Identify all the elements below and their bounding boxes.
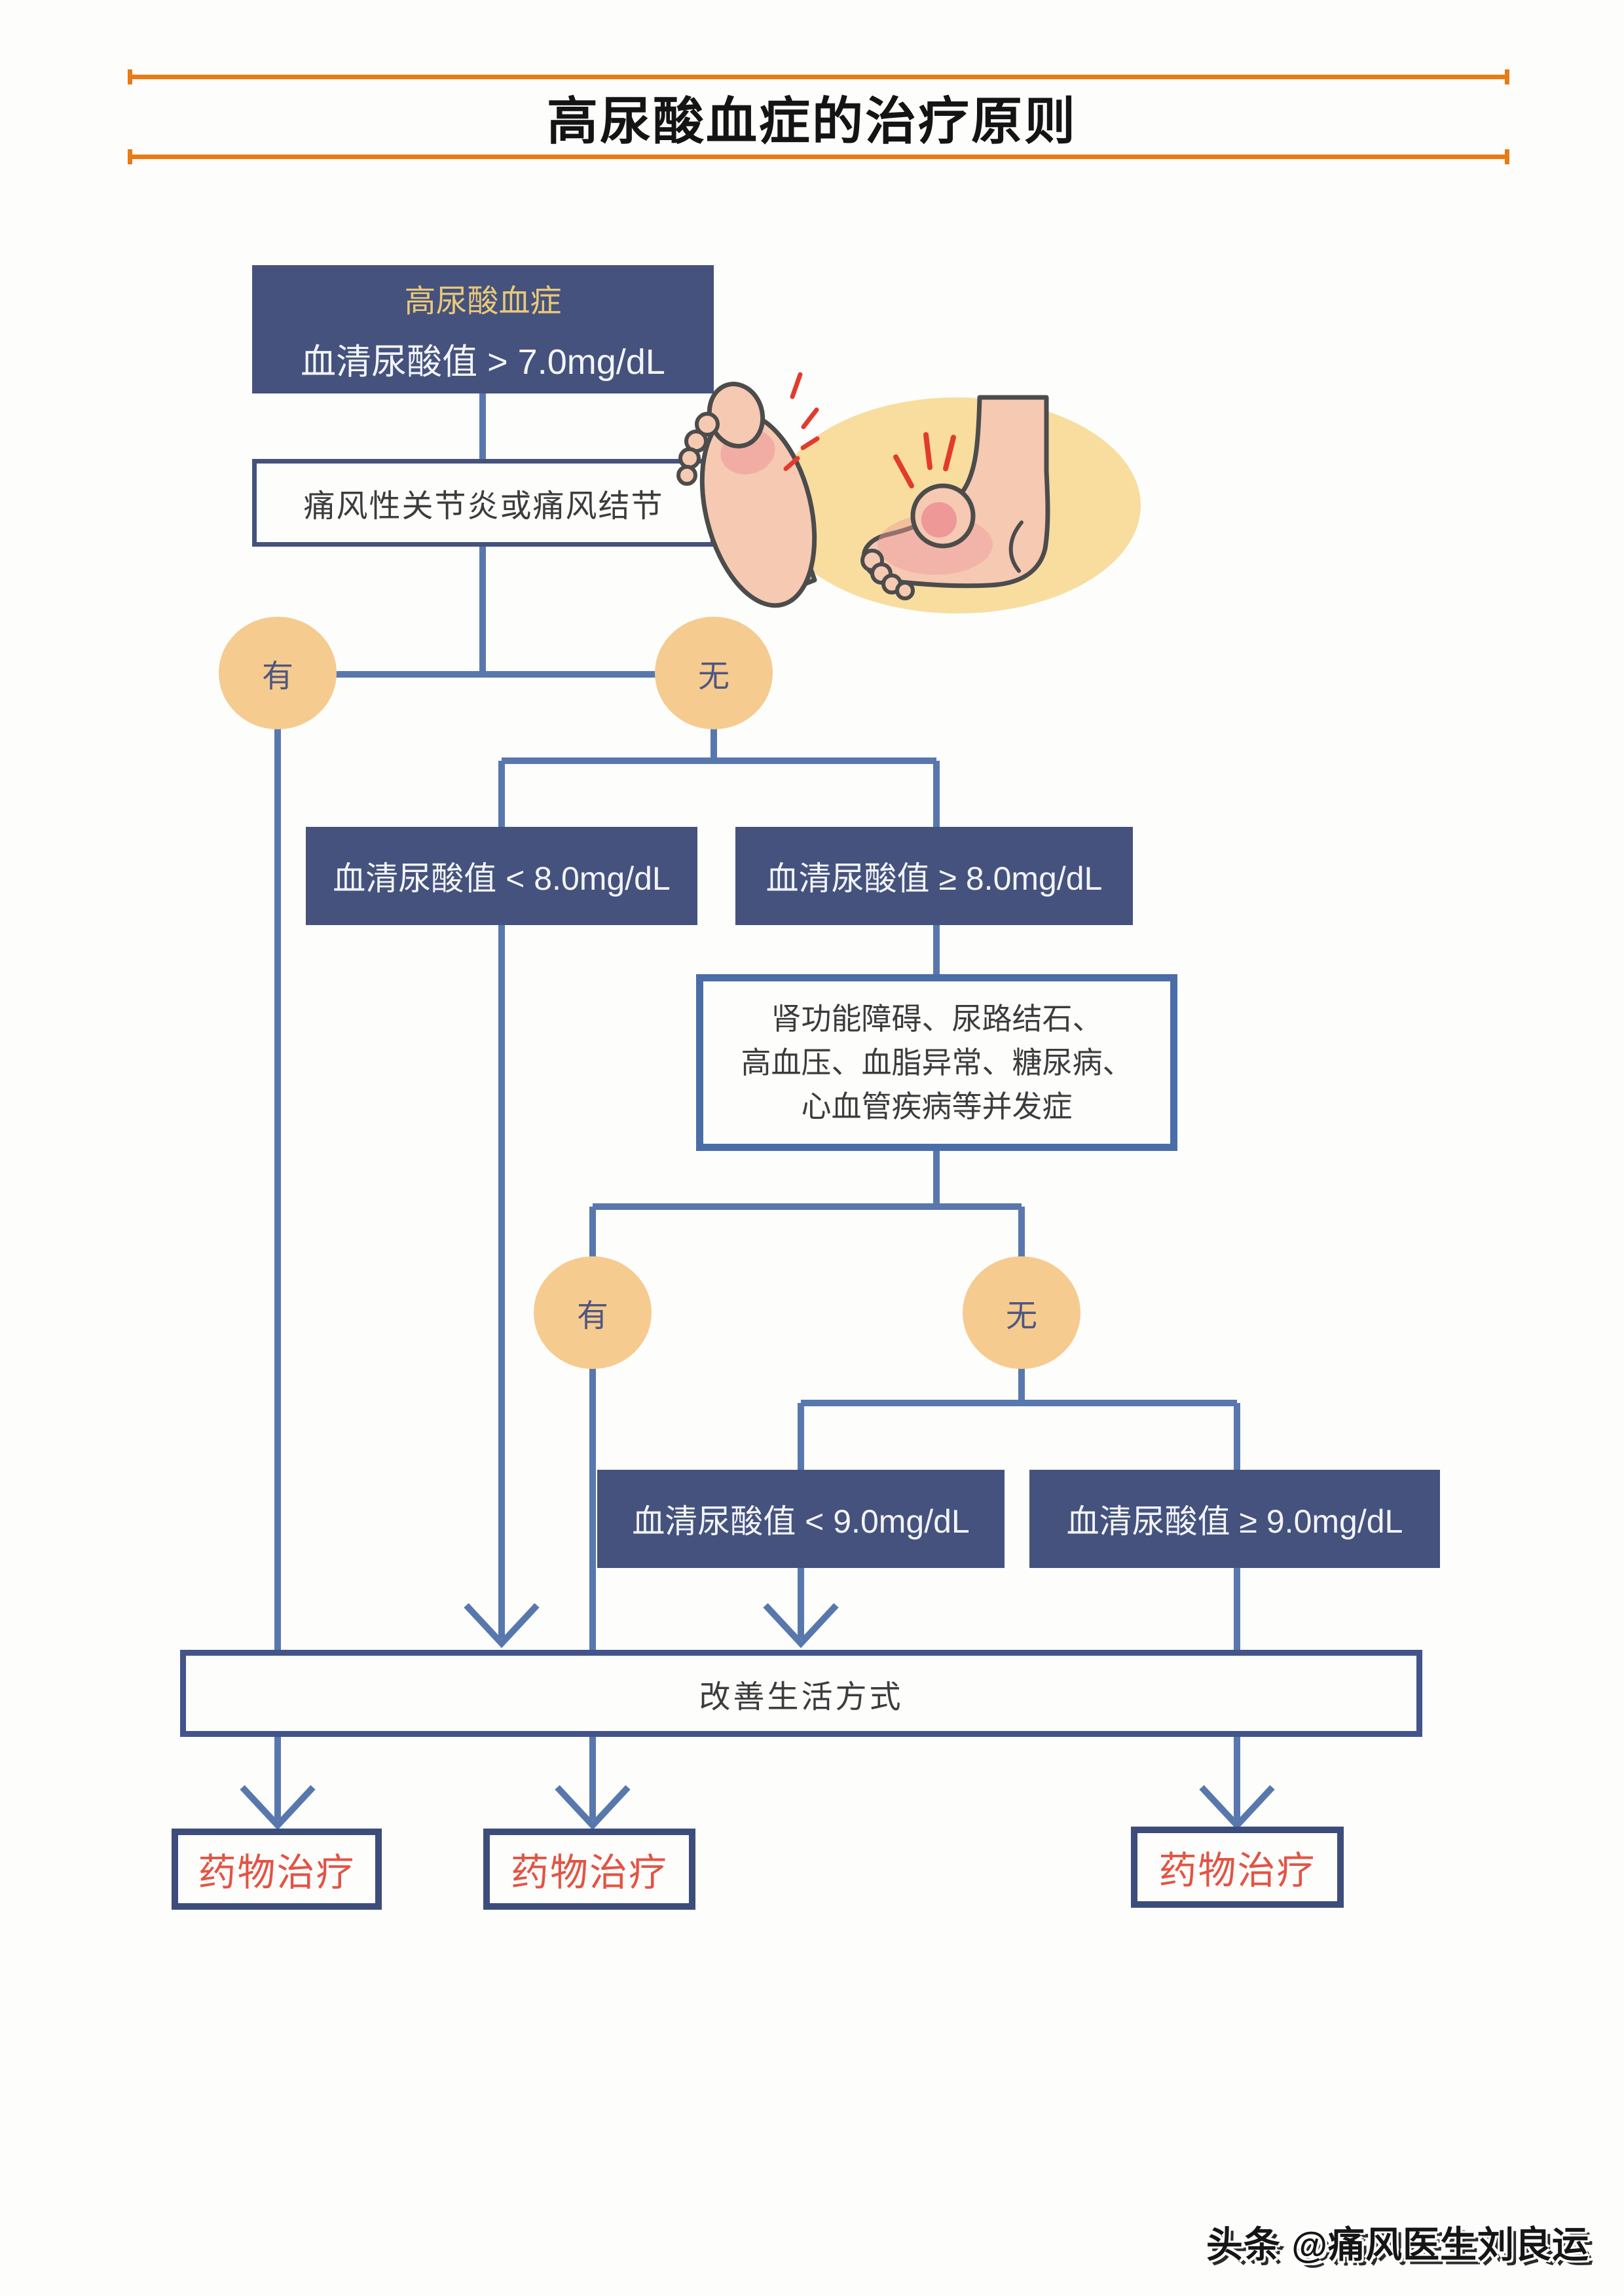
lifestyle-improvement-label: 改善生活方式 (699, 1679, 904, 1715)
lifestyle-improvement-node: 改善生活方式 (180, 1650, 1422, 1737)
drug-therapy-node-3: 药物治疗 (1131, 1827, 1344, 1908)
arrow-down-chevron-icon (1199, 1785, 1275, 1831)
no-circle-2: 无 (963, 1256, 1080, 1369)
uric-acid-ge8-label: 血清尿酸值 ≥ 8.0mg/dL (766, 860, 1103, 897)
complications-line-1: 肾功能障碍、尿路结石、 (771, 1001, 1103, 1036)
arrow-down-chevron-icon (555, 1785, 631, 1831)
pain-spark-icon (893, 432, 956, 488)
title-rule-top (128, 69, 1509, 84)
arrow-down-chevron-icon (763, 1603, 839, 1649)
no-circle-2-label: 无 (1005, 1299, 1037, 1334)
watermark: 头条 @痛风医生刘良运 (1206, 2224, 1589, 2265)
painful-toe-foot-icon (676, 372, 820, 608)
no-circle-1: 无 (655, 617, 773, 729)
start-node-title: 高尿酸血症 (404, 283, 562, 319)
uric-acid-ge8-node: 血清尿酸值 ≥ 8.0mg/dL (735, 827, 1133, 925)
uric-acid-lt9-node: 血清尿酸值 < 9.0mg/dL (597, 1470, 1005, 1568)
yes-circle-1: 有 (219, 617, 337, 729)
gouty-arthritis-check-label: 痛风性关节炎或痛风结节 (303, 489, 664, 524)
title-rule-bottom (128, 149, 1509, 164)
arrow-down-chevron-icon (240, 1785, 316, 1831)
uric-acid-lt8-node: 血清尿酸值 < 8.0mg/dL (306, 827, 697, 925)
drug-therapy-label-1: 药物治疗 (198, 1851, 356, 1894)
yes-circle-2-label: 有 (576, 1299, 608, 1334)
uric-acid-lt9-label: 血清尿酸值 < 9.0mg/dL (632, 1503, 970, 1540)
complications-line-3: 心血管疾病等并发症 (801, 1089, 1073, 1123)
gout-feet-illustration (676, 372, 1141, 613)
pain-spark-icon (783, 372, 820, 471)
drug-therapy-label-3: 药物治疗 (1158, 1850, 1316, 1892)
page-title: 高尿酸血症的治疗原则 (546, 92, 1077, 150)
drug-therapy-label-2: 药物治疗 (510, 1851, 668, 1894)
drug-therapy-node-2: 药物治疗 (483, 1829, 695, 1910)
no-circle-1-label: 无 (697, 659, 729, 694)
gouty-arthritis-check-node: 痛风性关节炎或痛风结节 (252, 459, 715, 547)
complications-line-2: 高血压、血脂异常、糖尿病、 (741, 1045, 1133, 1080)
yes-circle-1-label: 有 (261, 659, 293, 694)
uric-acid-ge9-label: 血清尿酸值 ≥ 9.0mg/dL (1066, 1503, 1403, 1540)
arrow-down-chevron-icon (464, 1603, 540, 1649)
start-node-criterion: 血清尿酸值 > 7.0mg/dL (301, 342, 665, 382)
swollen-ankle-foot-icon (860, 395, 1050, 600)
start-node-hyperuricemia: 高尿酸血症 血清尿酸值 > 7.0mg/dL (252, 265, 714, 393)
uric-acid-lt8-label: 血清尿酸值 < 8.0mg/dL (333, 860, 671, 897)
uric-acid-ge9-node: 血清尿酸值 ≥ 9.0mg/dL (1029, 1470, 1440, 1568)
complications-node: 肾功能障碍、尿路结石、 高血压、血脂异常、糖尿病、 心血管疾病等并发症 (696, 974, 1177, 1151)
drug-therapy-node-1: 药物治疗 (172, 1829, 382, 1910)
yes-circle-2: 有 (534, 1256, 652, 1369)
